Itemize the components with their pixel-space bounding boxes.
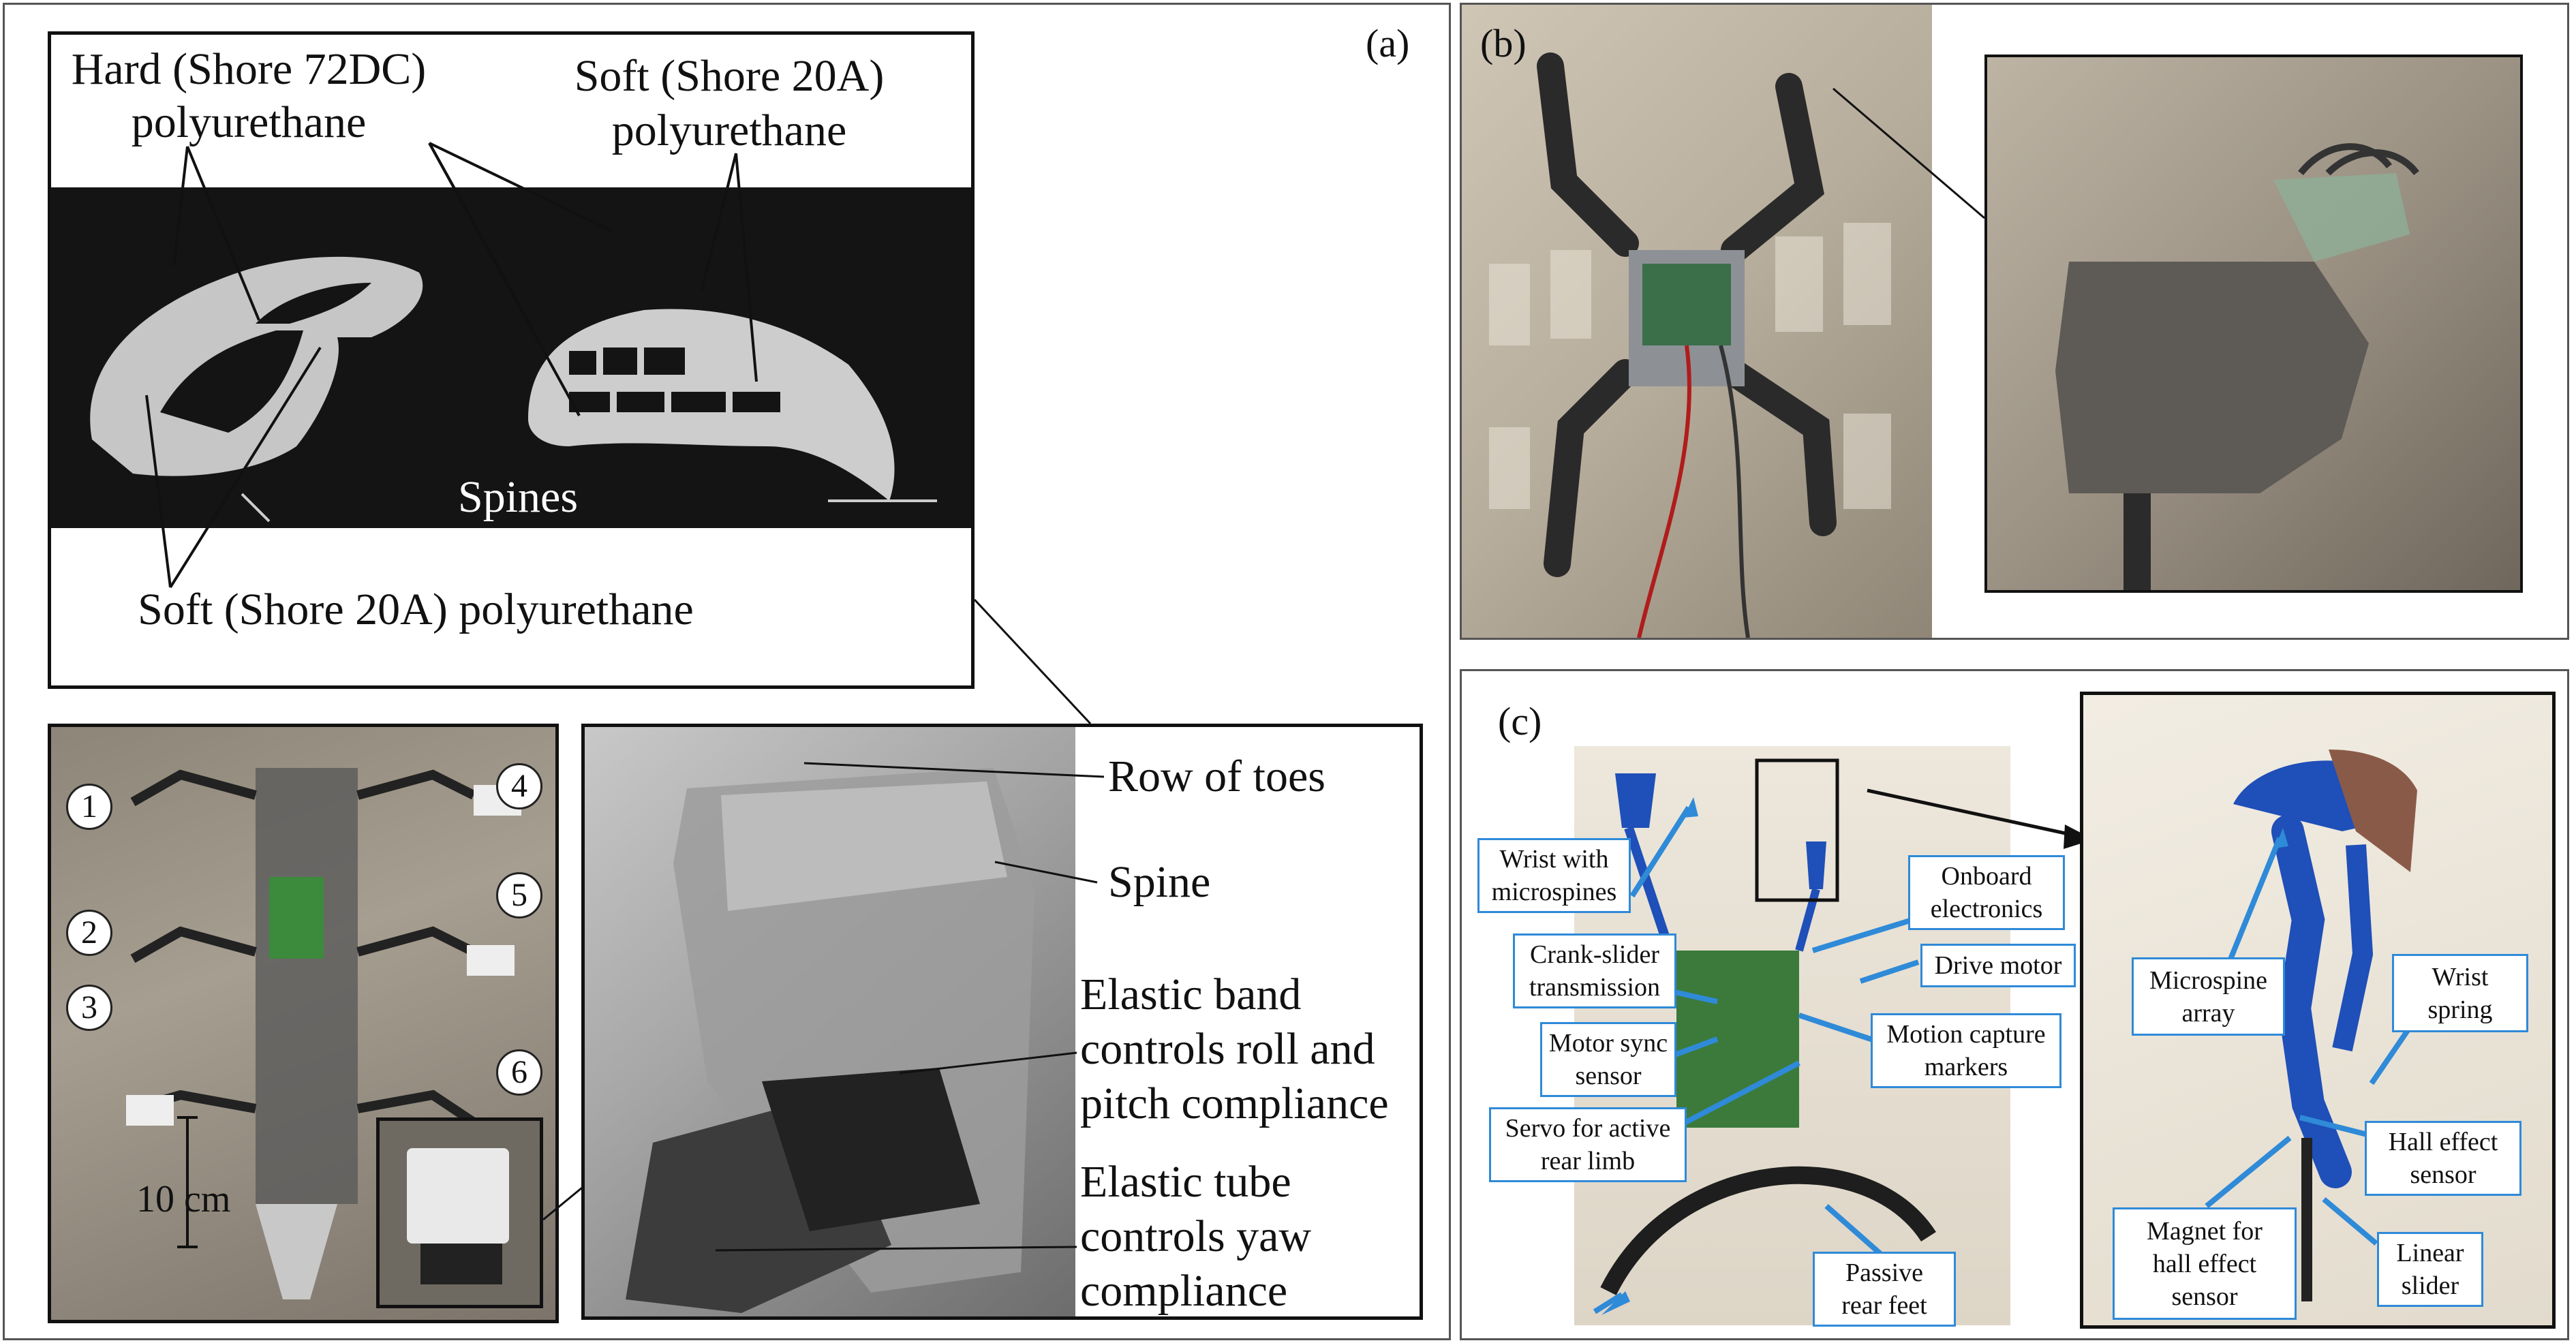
callout-servo-rear-limb: Servo for active rear limb: [1489, 1107, 1687, 1182]
leg-number-6: 6: [496, 1049, 542, 1096]
soft-polyurethane-label-line1: Soft (Shore 20A): [574, 51, 885, 101]
gripper-closeup-photo: [1984, 55, 2523, 593]
soft-bottom-polyurethane-label: Soft (Shore 20A) polyurethane: [138, 585, 694, 634]
elastic-tube-label-line1: Elastic tube: [1080, 1157, 1291, 1207]
callout-motor-sync-sensor: Motor sync sensor: [1540, 1022, 1676, 1097]
climbing-robot-drawing: [1489, 52, 1891, 638]
callout-linear-slider: Linear slider: [2377, 1232, 2483, 1307]
callout-drive-motor: Drive motor: [1920, 944, 2076, 987]
soft-polyurethane-label-line2: polyurethane: [611, 106, 847, 155]
row-of-toes-label: Row of toes: [1108, 752, 1325, 801]
leg-number-4: 4: [496, 763, 542, 809]
foot-small-inset: [376, 1117, 543, 1308]
climbing-robot-c-drawing: [1600, 773, 1936, 1295]
wrist-closeup-drawing: [2233, 750, 2417, 1301]
hard-polyurethane-label-line1: Hard (Shore 72DC): [71, 44, 427, 94]
callout-passive-rear-feet: Passive rear feet: [1813, 1252, 1956, 1327]
callout-microspine-array: Microspine array: [2132, 957, 2285, 1036]
foot-closeup-drawing: [626, 768, 1034, 1313]
toe-shapes-drawing: [90, 256, 937, 523]
callout-hall-effect-sensor: Hall effect sensor: [2365, 1121, 2521, 1196]
climbing-robot-photo: [1462, 5, 1932, 638]
hard-polyurethane-label-line2: polyurethane: [131, 97, 367, 147]
panel-b-frame: [1460, 3, 2569, 640]
inset-connector-line: [973, 598, 1092, 725]
spines-label: Spines: [457, 472, 579, 522]
elastic-tube-label-line3: compliance: [1080, 1266, 1288, 1316]
elastic-band-label-line3: pitch compliance: [1080, 1079, 1389, 1128]
elastic-tube-label-line2: controls yaw: [1080, 1211, 1312, 1261]
elastic-band-label-line2: controls roll and: [1080, 1024, 1375, 1074]
callout-onboard-electronics: Onboard electronics: [1908, 855, 2065, 930]
hexapod-drawing: [126, 768, 521, 1299]
foot-small-drawing: [407, 1148, 509, 1284]
callout-wrist-spring: Wrist spring: [2392, 954, 2528, 1032]
scale-bar: [177, 1116, 198, 1248]
panel-a-letter: (a): [1366, 21, 1410, 65]
gripper-closeup-drawing: [2055, 143, 2419, 590]
callout-crank-slider: Crank-slider transmission: [1513, 933, 1676, 1008]
foot-closeup-photo: [585, 727, 1075, 1316]
callout-motion-capture-markers: Motion capture markers: [1871, 1013, 2061, 1088]
callout-magnet-hall-sensor: Magnet for hall effect sensor: [2113, 1207, 2297, 1320]
callout-wrist-with-microspines: Wrist with microspines: [1477, 838, 1631, 913]
panel-c-frame: [1460, 669, 2569, 1340]
toe-materials-photo: [51, 187, 971, 528]
panel-b-letter: (b): [1480, 21, 1527, 65]
closeup-leader-lines: [715, 762, 1105, 1252]
scale-bar-label: 10 cm: [136, 1178, 231, 1220]
leg-number-1: 1: [66, 784, 112, 830]
leg-number-3: 3: [66, 985, 112, 1031]
leg-number-5: 5: [496, 872, 542, 919]
panel-a-frame: [3, 3, 1451, 1340]
spine-label: Spine: [1108, 857, 1211, 907]
toe-material-leader-lines: [145, 142, 758, 589]
elastic-band-label-line1: Elastic band: [1080, 970, 1302, 1019]
leg-number-2: 2: [66, 910, 112, 956]
foot-closeup-frame: [581, 724, 1423, 1320]
panel-c-letter: (c): [1498, 699, 1542, 743]
